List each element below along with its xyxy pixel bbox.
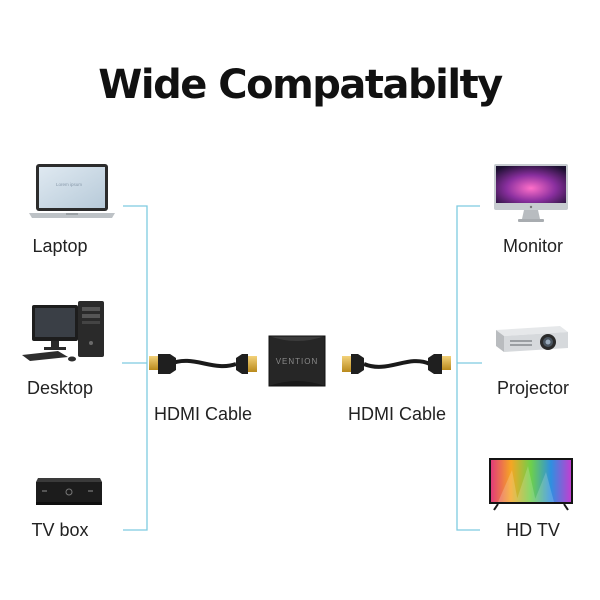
laptop-icon: Lorem ipsum <box>29 164 115 218</box>
projector-icon <box>496 326 568 352</box>
hdmi-cable-right-label: HDMI Cable <box>348 404 447 424</box>
page-title: Wide Compatabilty <box>98 62 503 108</box>
hdmi-cable-right-icon <box>342 354 451 374</box>
desktop-computer-icon <box>22 301 104 362</box>
left-device-label-laptop: Laptop <box>32 236 88 256</box>
right-device-label-projector: Projector <box>496 378 570 398</box>
laptop-screen-text: Lorem ipsum <box>56 182 82 187</box>
left-device-label-tvbox: TV box <box>31 520 89 540</box>
right-device-label-monitor: Monitor <box>502 236 564 256</box>
tv-box-icon <box>36 478 102 505</box>
monitor-icon <box>494 164 568 222</box>
left-device-label-desktop: Desktop <box>26 378 94 398</box>
hdmi-coupler-adapter-icon: VENTION <box>268 335 326 387</box>
hdmi-cable-left-icon <box>149 354 257 374</box>
right-device-label-hdtv: HD TV <box>506 520 560 540</box>
hd-tv-icon <box>489 458 573 511</box>
adapter-brand-text: VENTION <box>276 357 319 366</box>
hdmi-cable-left-label: HDMI Cable <box>154 404 253 424</box>
